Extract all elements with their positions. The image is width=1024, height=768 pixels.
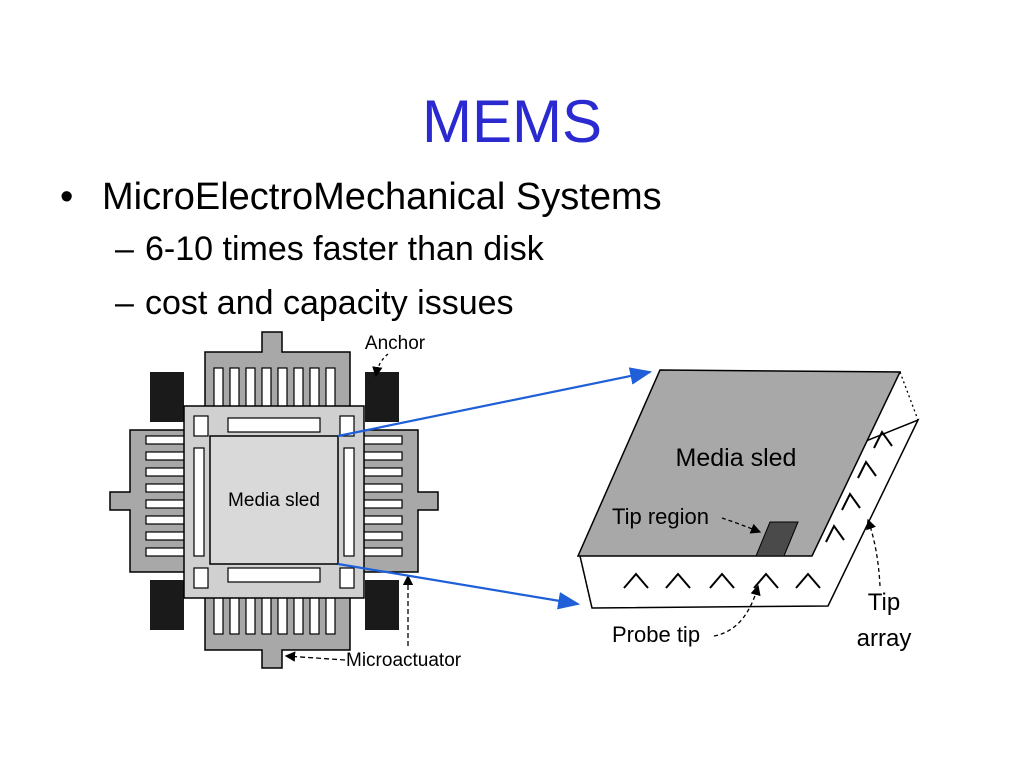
tip-array-label-line1: Tip	[868, 589, 900, 616]
tip-array-leader	[866, 518, 881, 587]
connector-arrow-top	[337, 367, 653, 438]
anchor-top-left	[150, 372, 184, 422]
anchor-bottom-right	[365, 580, 399, 630]
probe-tip-leader	[713, 584, 761, 637]
bullet-text: MicroElectroMechanical Systems	[102, 176, 662, 218]
sub-bullet-item: – cost and capacity issues	[115, 276, 980, 330]
sub-bullet-text: 6-10 times faster than disk	[145, 230, 544, 268]
bullet-item: • MicroElectroMechanical Systems	[60, 172, 980, 222]
bullet-mark: •	[60, 176, 74, 218]
dotted-edge-right	[899, 371, 919, 421]
anchor-top-right	[365, 372, 399, 422]
probe-tips-side-column	[825, 430, 893, 543]
dotted-edge-left	[579, 555, 593, 609]
tip-region	[755, 521, 799, 557]
probe-tip-label: Probe tip	[612, 622, 700, 647]
mems-chip-diagram: Media sled Anchor Microactuator	[109, 331, 462, 671]
media-sled-left	[209, 435, 339, 565]
microactuator-label: Microactuator	[346, 650, 462, 671]
tip-region-label: Tip region	[612, 504, 709, 529]
sub-bullet-text: cost and capacity issues	[145, 284, 514, 322]
microactuator-leader-left	[284, 651, 346, 662]
frame-cutouts	[193, 415, 355, 589]
media-sled-label-right: Media sled	[676, 444, 797, 472]
anchor-leader	[372, 353, 389, 378]
bullet-list: • MicroElectroMechanical Systems – 6-10 …	[60, 172, 980, 330]
probe-array-diagram: Media sled Tip region Probe tip Tip arra…	[576, 369, 920, 652]
comb-fingers-left	[145, 435, 187, 557]
anchor-label: Anchor	[365, 333, 426, 354]
anchor-bottom-left	[150, 580, 184, 630]
sub-bullet-item: – 6-10 times faster than disk	[115, 222, 980, 276]
tip-region-leader	[721, 517, 762, 534]
slide-title: MEMS	[422, 88, 602, 155]
tip-array-label-line2: array	[857, 625, 912, 652]
sub-bullet-mark: –	[115, 284, 134, 322]
probe-tips-front-row	[623, 572, 821, 589]
media-sled-right	[576, 369, 902, 557]
sub-bullet-mark: –	[115, 230, 134, 268]
connector-arrow-bottom	[337, 562, 581, 610]
media-sled-label-left: Media sled	[228, 490, 320, 511]
